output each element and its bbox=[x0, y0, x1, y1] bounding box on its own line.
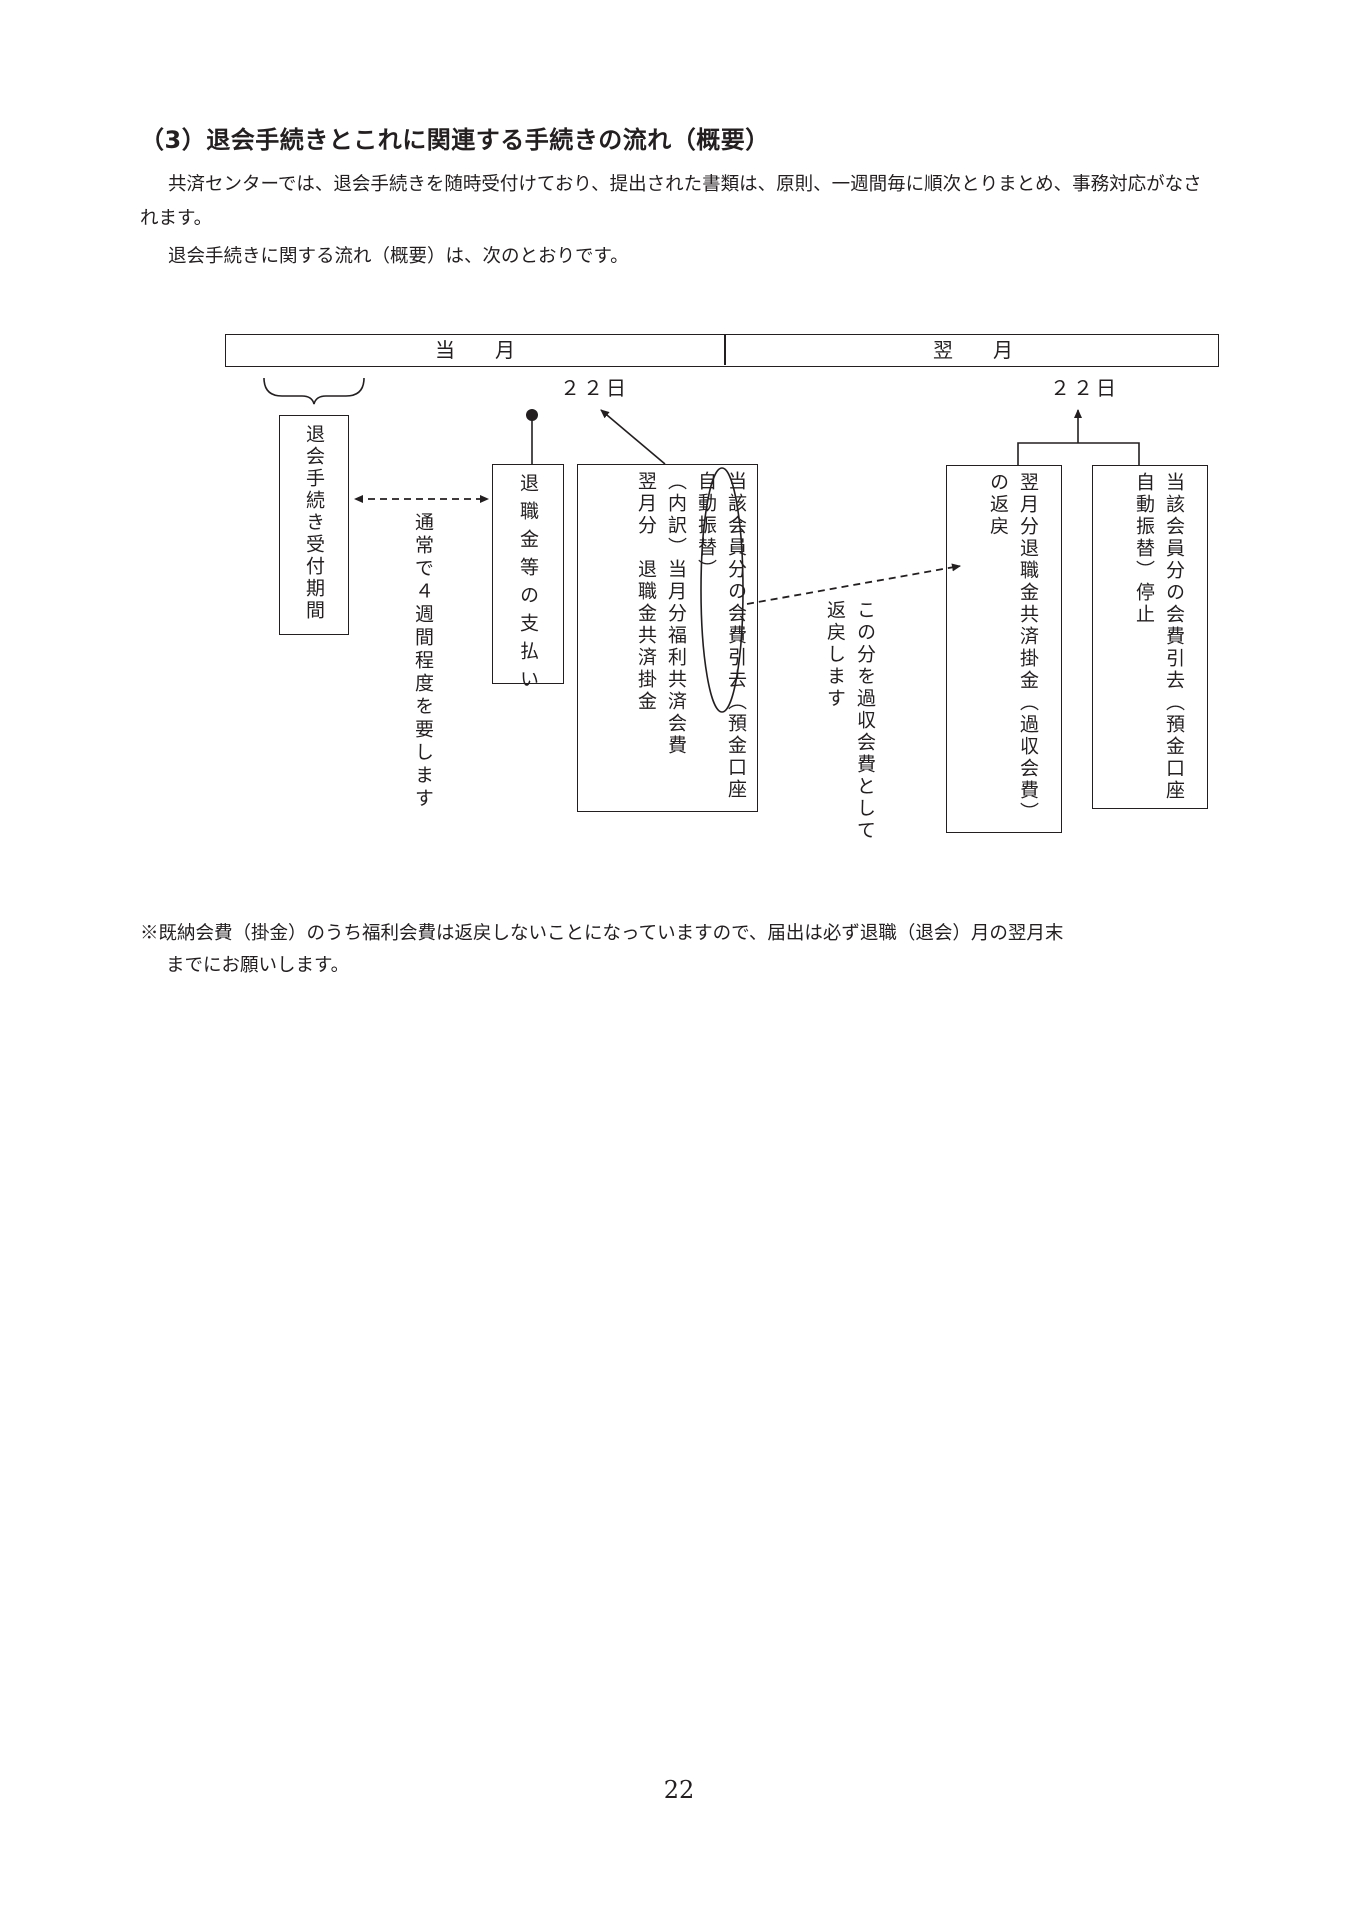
stop-line-1: 当該会員分の会費引去（預金口座 bbox=[1163, 472, 1185, 802]
acceptance-period-label: 退会手続き受付期間 bbox=[303, 424, 325, 622]
refund-note: この分を過収会費として 返戻します bbox=[820, 600, 880, 860]
refund-box: 翌月分退職金共済掛金（過収会費） の返戻 bbox=[946, 465, 1062, 833]
debit-line-1: 当該会員分の会費引去（預金口座 bbox=[725, 471, 747, 801]
section-heading: （3）退会手続きとこれに関連する手続きの流れ（概要） bbox=[140, 126, 770, 154]
stop-debit-box: 当該会員分の会費引去（預金口座 自動振替）停止 bbox=[1092, 465, 1208, 809]
debit-line-4: 翌月分 退職金共済掛金 bbox=[635, 471, 657, 713]
page-number: 22 bbox=[663, 1776, 695, 1804]
refund-line-2: の返戻 bbox=[987, 472, 1009, 538]
stop-line-2: 自動振替）停止 bbox=[1133, 472, 1155, 626]
debit-text: 当該会員分の会費引去（預金口座 自動振替） （内訳）当月分福利共済会費 翌月分 … bbox=[631, 471, 751, 801]
premium-highlight-ellipse bbox=[700, 467, 744, 713]
intro-paragraph-2: 退会手続きに関する流れ（概要）は、次のとおりです。 bbox=[168, 246, 629, 267]
timeline-current-month: 当月 bbox=[435, 338, 555, 362]
footnote: ※既納会費（掛金）のうち福利会費は返戻しないことになっていますので、届出は必ず退… bbox=[140, 918, 1230, 982]
day-label-current: ２２日 bbox=[560, 376, 629, 400]
timeline-bar: 当月 翌月 bbox=[225, 334, 1219, 367]
refund-text: 翌月分退職金共済掛金（過収会費） の返戻 bbox=[983, 472, 1043, 824]
timeline-divider bbox=[724, 335, 726, 365]
day-label-next: ２２日 bbox=[1050, 376, 1119, 400]
stop-debit-text: 当該会員分の会費引去（預金口座 自動振替）停止 bbox=[1129, 472, 1189, 802]
footnote-line-2: までにお願いします。 bbox=[166, 955, 350, 976]
debit-line-2: 自動振替） bbox=[695, 471, 717, 581]
next-month-bracket bbox=[1017, 442, 1140, 465]
usual-period-text: 通常で４週間程度を要します bbox=[412, 512, 434, 811]
debit-line-3: （内訳）当月分福利共済会費 bbox=[665, 471, 687, 757]
debit-box: 当該会員分の会費引去（預金口座 自動振替） （内訳）当月分福利共済会費 翌月分 … bbox=[577, 464, 758, 812]
footnote-line-1: ※既納会費（掛金）のうち福利会費は返戻しないことになっていますので、届出は必ず退… bbox=[140, 923, 1064, 944]
payment-box: 退職金等の支払い bbox=[492, 464, 564, 697]
period-brace bbox=[263, 377, 365, 405]
refund-dashed-arrow bbox=[746, 563, 961, 605]
debit-arrow bbox=[600, 409, 666, 465]
refund-note-line-2: 返戻します bbox=[824, 600, 846, 710]
refund-note-line-1: この分を過収会費として bbox=[854, 600, 876, 842]
intro-text: 共済センターでは、退会手続きを随時受付けており、提出された書類は、原則、一週間毎… bbox=[140, 168, 1220, 274]
payment-label: 退職金等の支払い bbox=[517, 473, 539, 697]
acceptance-period-box: 退会手続き受付期間 bbox=[279, 415, 349, 635]
refund-line-1: 翌月分退職金共済掛金（過収会費） bbox=[1017, 472, 1039, 824]
intro-paragraph-1: 共済センターでは、退会手続きを随時受付けており、提出された書類は、原則、一週間毎… bbox=[140, 174, 1202, 229]
timeline-next-month: 翌月 bbox=[933, 338, 1053, 362]
